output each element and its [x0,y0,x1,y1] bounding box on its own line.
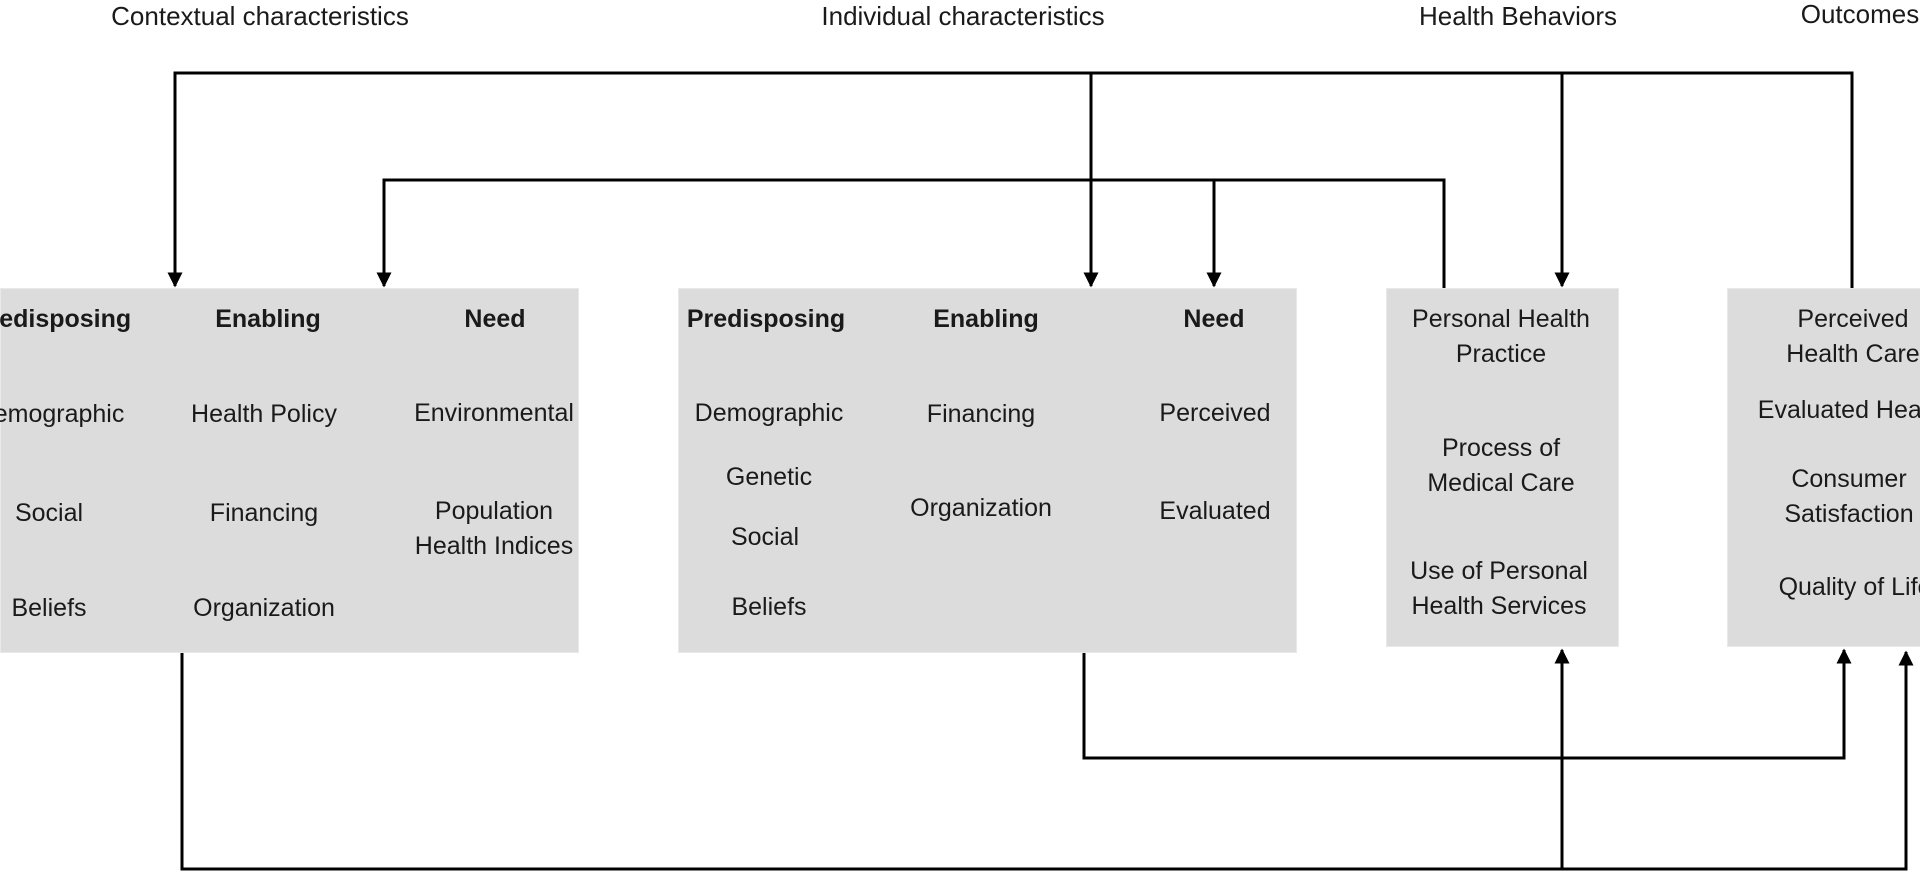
contextual-enabling-item: Health Policy [191,400,337,428]
individual-predisposing-item: Demographic [694,399,844,427]
behavior-feedback-line [376,178,1446,288]
individual-predisposing-title: Predisposing [686,305,846,333]
contextual-need-title: Need [464,305,526,333]
behaviors-item: Process of Medical Care [1427,434,1575,497]
header-health-behaviors: Health Behaviors [1419,1,1617,31]
behaviors-item: Personal Health Practice [1412,305,1590,368]
contextual-enabling-title: Enabling [215,305,321,333]
header-contextual: Contextual characteristics [111,1,409,31]
outcomes-item: Consumer Satisfaction [1784,465,1914,528]
outcomes-item: Evaluated Health [1757,396,1920,424]
individual-enabling-title: Enabling [933,305,1039,333]
individual-need-title: Need [1183,305,1245,333]
contextual-enabling-item: Financing [209,499,319,527]
individual-predisposing-item: Beliefs [731,593,807,621]
outcome-feedback-line [167,71,1854,288]
individual-need-item: Evaluated [1159,497,1271,525]
individual-to-outcomes-line [1082,648,1852,760]
behaviors-item: Use of Personal Health Services [1410,557,1588,620]
health-behaviors-box [1386,288,1619,647]
outcomes-box [1727,288,1920,647]
individual-predisposing-item: Genetic [725,463,813,491]
individual-enabling-item: Financing [926,400,1036,428]
contextual-need-item: Population Health Indices [414,497,574,560]
outcomes-item: Quality of Life [1778,573,1920,601]
header-individual: Individual characteristics [821,1,1105,31]
contextual-predisposing-title: Predisposing [0,305,132,333]
individual-box [678,288,1297,653]
contextual-enabling-item: Organization [193,594,335,622]
header-outcomes: Outcomes [1800,0,1920,29]
individual-predisposing-item: Social [730,523,800,551]
contextual-predisposing-item: Social [14,499,84,527]
contextual-predisposing-item: Demographic [0,400,125,428]
contextual-to-outcomes-line [180,650,1914,871]
outcomes-item: Perceived Health Care [1786,305,1920,368]
individual-need-item: Perceived [1159,399,1271,427]
contextual-predisposing-item: Beliefs [11,594,87,622]
contextual-need-item: Environmental [414,399,574,427]
individual-enabling-item: Organization [910,494,1052,522]
contextual-box [0,288,579,653]
